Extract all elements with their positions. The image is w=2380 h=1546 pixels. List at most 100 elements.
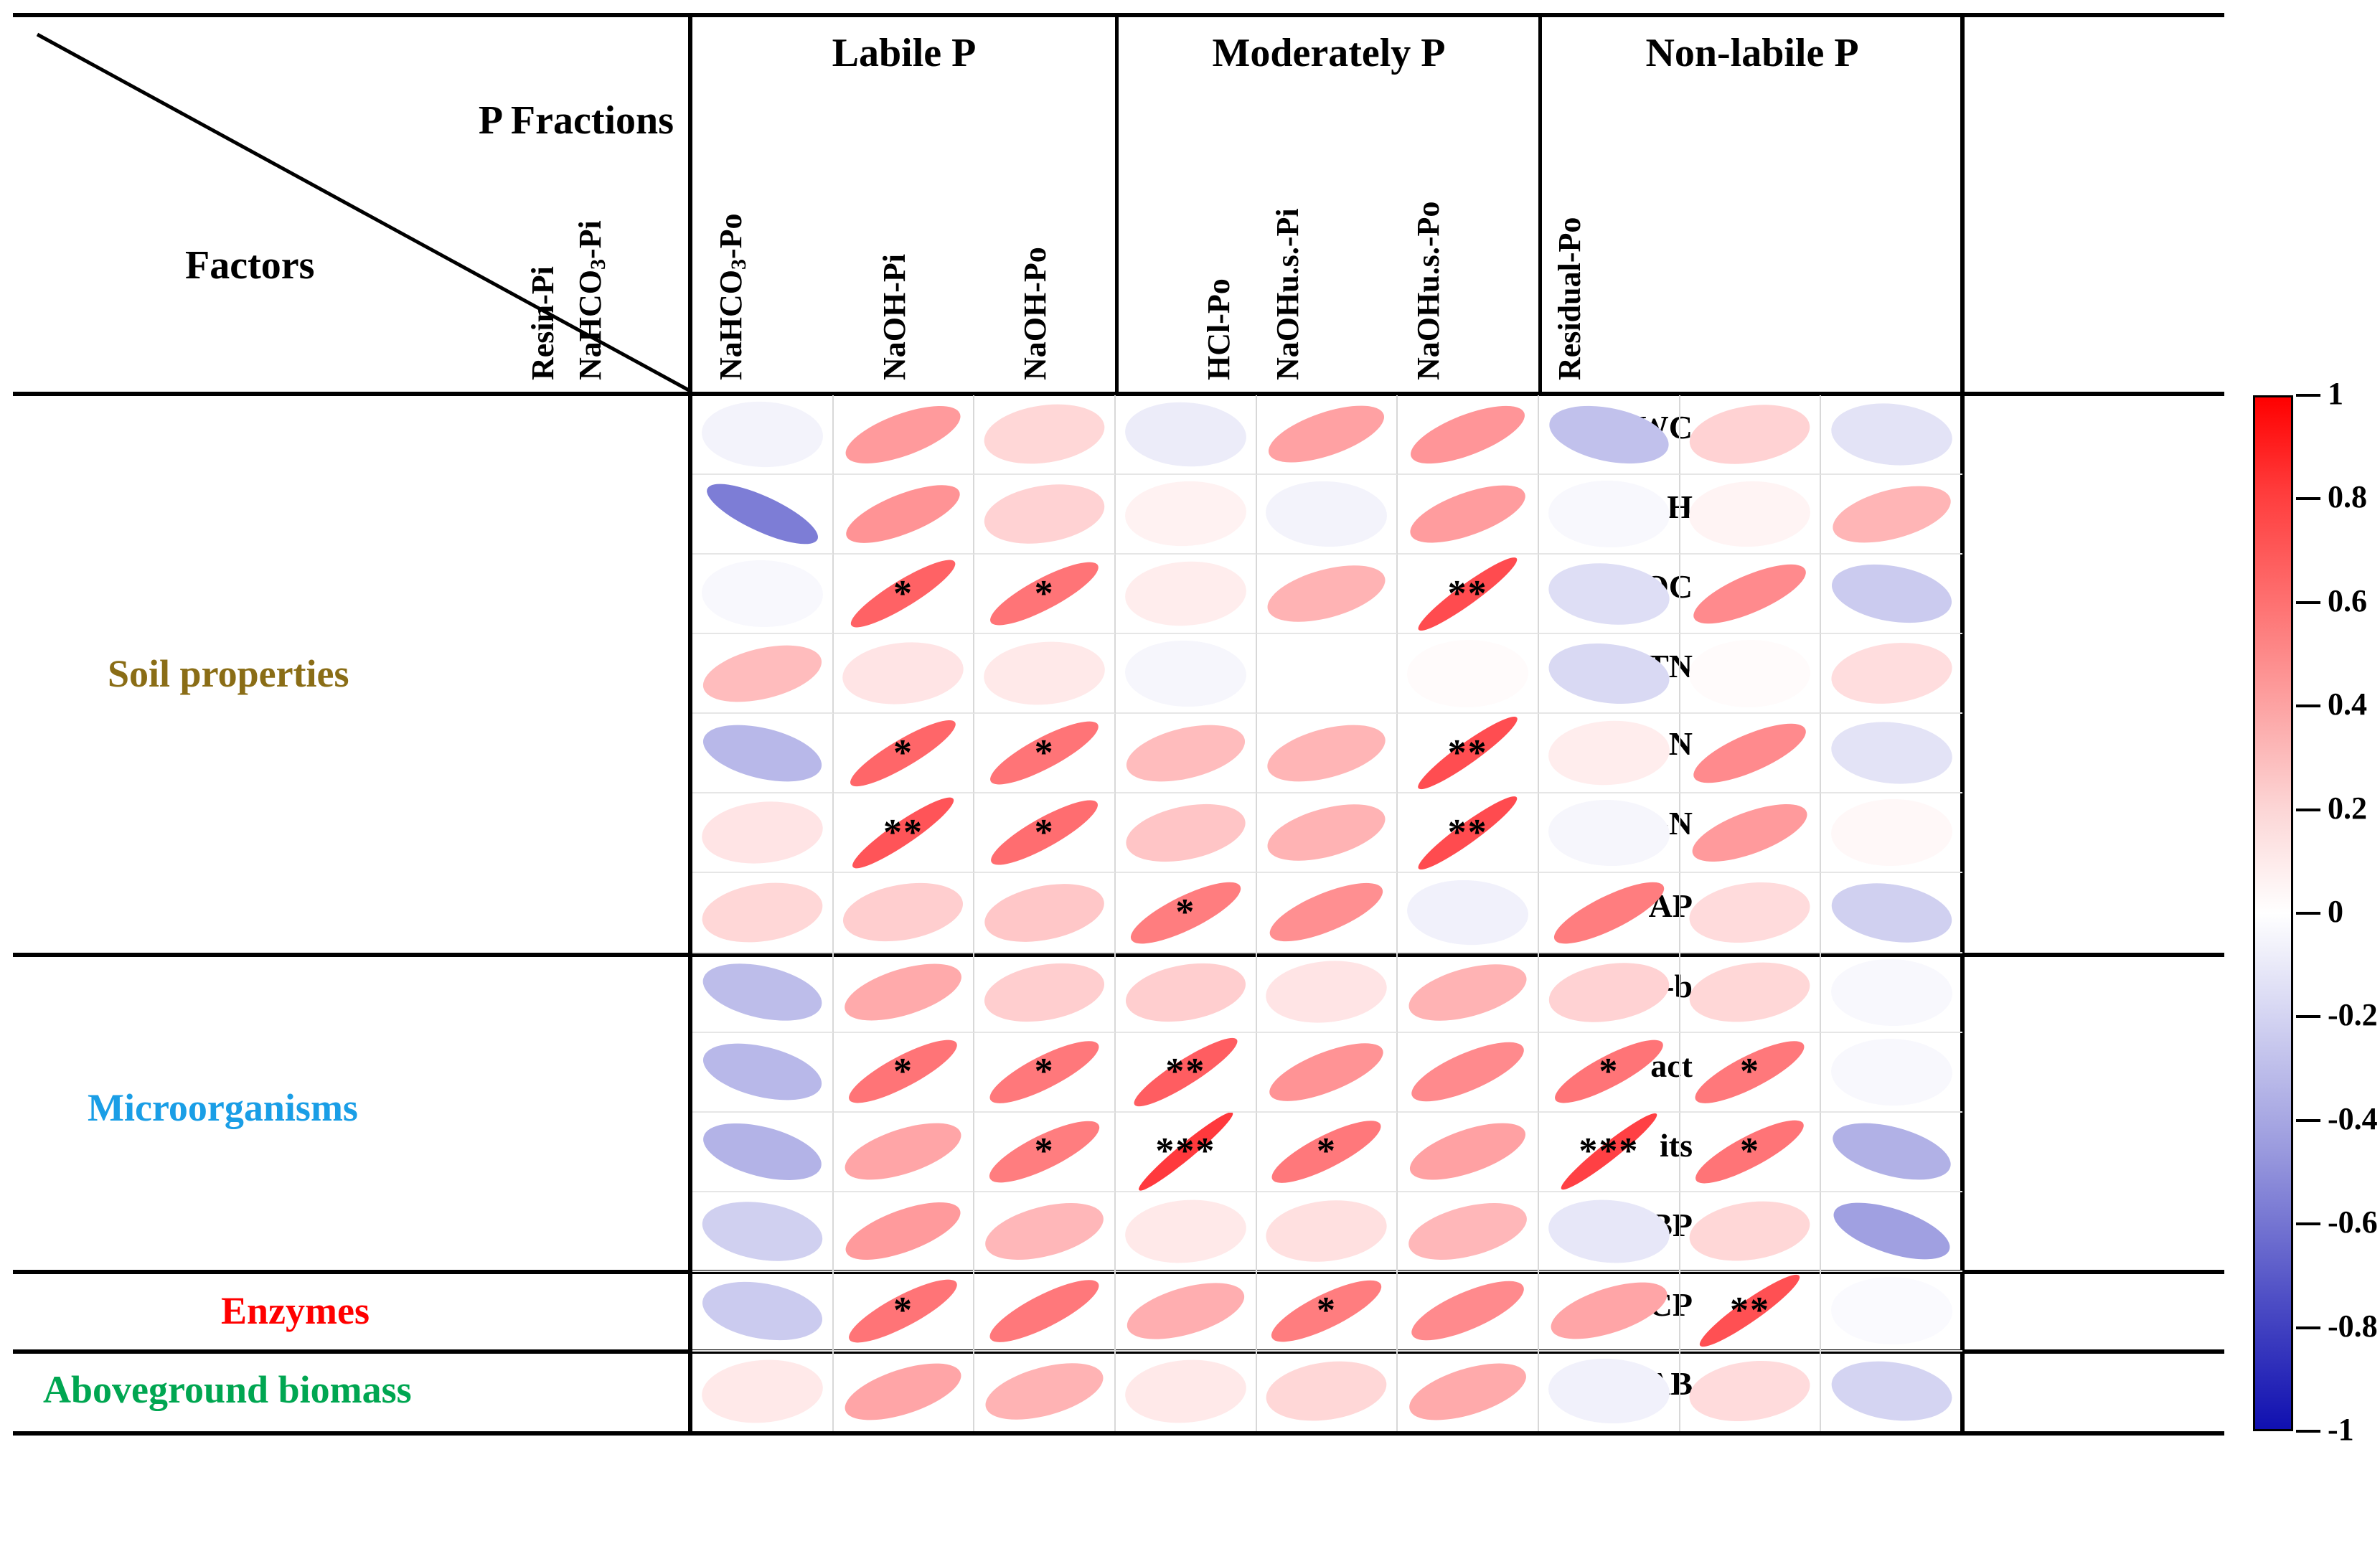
- matrix-cell: *: [833, 555, 975, 635]
- colorbar-tick-label: 0.2: [2328, 790, 2367, 826]
- significance-marker: *: [1034, 732, 1055, 773]
- matrix-cell: [1116, 953, 1257, 1033]
- matrix-cell: [1821, 395, 1962, 476]
- correlation-ellipse: [1546, 717, 1672, 789]
- matrix-cell: [974, 634, 1116, 715]
- correlation-ellipse: [1685, 955, 1815, 1029]
- header-top-rule: [13, 13, 2224, 17]
- correlation-ellipse: [1404, 1271, 1531, 1350]
- soil-group-rule: [13, 953, 2224, 957]
- correlation-ellipse: [697, 1033, 827, 1111]
- matrix-cell: [1821, 475, 1962, 555]
- colorbar-tick: [2296, 394, 2320, 397]
- matrix-cell: [692, 1192, 834, 1272]
- matrix-cell: [1539, 1192, 1680, 1272]
- significance-marker: **: [883, 811, 923, 853]
- correlation-ellipse: [1124, 638, 1248, 709]
- correlation-ellipse: [983, 1271, 1106, 1350]
- correlation-ellipse: [1685, 1194, 1815, 1269]
- correlation-ellipse: [1545, 557, 1673, 631]
- matrix-cell: [1680, 634, 1822, 715]
- significance-marker: *: [1034, 572, 1055, 614]
- matrix-cell: [692, 475, 834, 555]
- matrix-cell: *: [974, 714, 1116, 794]
- matrix-cell: ***: [1116, 1112, 1257, 1192]
- correlation-ellipse: [697, 1112, 827, 1191]
- significance-marker: *: [1034, 811, 1055, 853]
- matrix-cell: [1116, 793, 1257, 874]
- colorbar-tick: [2296, 912, 2320, 915]
- matrix-cell: [1256, 1032, 1398, 1113]
- group-div-2-rule: [1538, 13, 1542, 395]
- correlation-ellipse: [979, 1192, 1110, 1271]
- correlation-ellipse: [979, 874, 1109, 951]
- matrix-cell: [974, 1271, 1116, 1352]
- correlation-ellipse: [1687, 714, 1813, 793]
- correlation-ellipse: [1263, 873, 1391, 952]
- correlation-ellipse: [1687, 555, 1813, 633]
- matrix-cell: *: [833, 714, 975, 794]
- correlation-ellipse: [839, 395, 968, 474]
- matrix-cell: [1256, 475, 1398, 555]
- correlation-ellipse: [1544, 1271, 1674, 1350]
- correlation-ellipse: [1404, 1032, 1531, 1111]
- matrix-cell: [1821, 793, 1962, 874]
- matrix-cell: **: [1398, 555, 1539, 635]
- colorbar-tick-label: -1: [2328, 1412, 2354, 1447]
- colorbar-tick-label: 0.6: [2328, 583, 2367, 618]
- correlation-ellipse: [1261, 555, 1392, 633]
- correlation-ellipse: [1123, 398, 1248, 471]
- correlation-ellipse: [1547, 479, 1670, 550]
- matrix-cell: [692, 1271, 834, 1352]
- correlation-ellipse: [1122, 1195, 1249, 1268]
- correlation-ellipse: [1830, 1276, 1953, 1346]
- matrix-cell: *: [1680, 1032, 1822, 1113]
- correlation-ellipse: [1688, 638, 1812, 708]
- correlation-ellipse: [1685, 1354, 1815, 1428]
- matrix-cell: *: [1539, 1032, 1680, 1113]
- matrix-cell: *: [1256, 1271, 1398, 1352]
- matrix-cell: [1539, 714, 1680, 794]
- matrix-cell: [1821, 555, 1962, 635]
- matrix-cell: [1256, 873, 1398, 953]
- matrix-cell: [1256, 395, 1398, 476]
- colorbar-tick-label: 0.4: [2328, 687, 2367, 722]
- matrix-cell: [1256, 634, 1398, 715]
- matrix-cell: [833, 634, 975, 715]
- matrix-cell: [692, 953, 834, 1033]
- matrix-cell: [974, 475, 1116, 555]
- matrix-cell: [1116, 475, 1257, 555]
- significance-marker: **: [1447, 572, 1488, 614]
- correlation-matrix: *********************************: [692, 395, 1962, 1431]
- matrix-cell: **: [1116, 1032, 1257, 1113]
- matrix-cell: [1398, 1271, 1539, 1352]
- micro-group-rule: [13, 1270, 2224, 1274]
- correlation-ellipse: [1827, 475, 1957, 554]
- matrix-cell: [1821, 634, 1962, 715]
- correlation-ellipse: [1121, 954, 1251, 1030]
- matrix-cell: *: [974, 1112, 1116, 1192]
- correlation-ellipse: [1685, 793, 1815, 872]
- correlation-ellipse: [1830, 1037, 1954, 1107]
- correlation-ellipse: [1262, 1354, 1391, 1429]
- significance-marker: ***: [1155, 1131, 1216, 1172]
- matrix-cell: **: [1398, 793, 1539, 874]
- row-group-label-microorganisms: Microorganisms: [88, 1086, 358, 1129]
- matrix-cell: [1680, 953, 1822, 1033]
- matrix-cell: [1821, 714, 1962, 794]
- colorbar-tick: [2296, 1430, 2320, 1433]
- colorbar-tick-label: -0.8: [2328, 1308, 2378, 1344]
- colorbar-tick: [2296, 1118, 2320, 1122]
- correlation-ellipse: [1261, 714, 1392, 793]
- correlation-ellipse: [980, 397, 1109, 472]
- significance-marker: *: [1034, 1051, 1055, 1093]
- matrix-cell: [1398, 873, 1539, 953]
- significance-marker: *: [893, 732, 913, 773]
- correlation-ellipse: [1263, 1194, 1391, 1268]
- correlation-ellipse: [1547, 798, 1671, 868]
- matrix-cell: *: [974, 793, 1116, 874]
- correlation-ellipse: [1403, 475, 1533, 554]
- matrix-cell: [692, 1032, 834, 1113]
- matrix-cell: [1256, 555, 1398, 635]
- correlation-ellipse: [1685, 875, 1815, 950]
